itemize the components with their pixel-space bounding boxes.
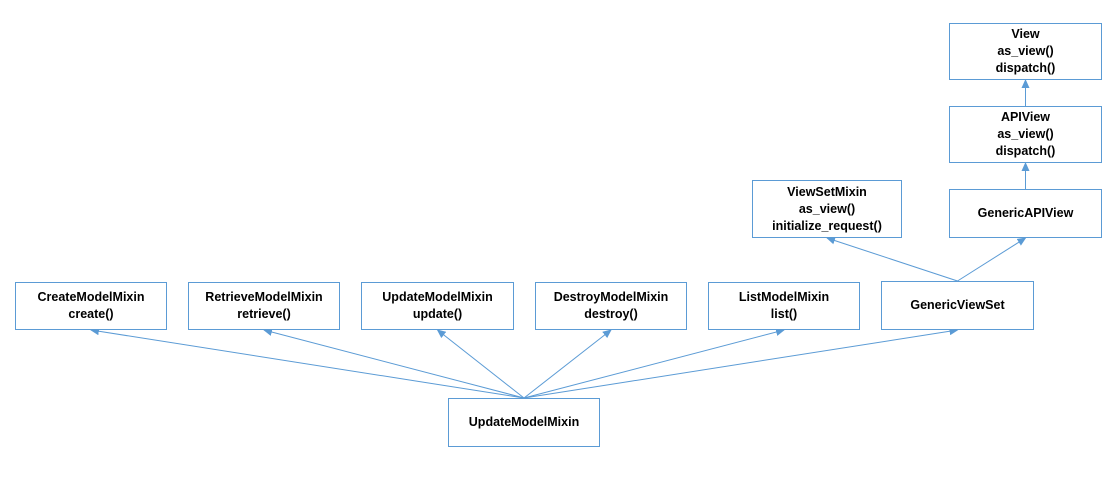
- genericviewset-class-name: GenericViewSet: [910, 298, 1005, 312]
- createmodelmixin-class-name: CreateModelMixin: [37, 290, 145, 304]
- genericapiview-class-box: GenericAPIView: [949, 189, 1102, 238]
- updatemodelmixin-class-name: UpdateModelMixin: [382, 290, 493, 304]
- destroymodelmixin-class-name: DestroyModelMixin: [553, 290, 669, 304]
- apiview-class-box: APIView as_view() dispatch(): [949, 106, 1102, 163]
- arrow-bottom-to-destroy: [523, 329, 612, 399]
- arrow-bottom-to-create: [90, 327, 525, 399]
- viewsetmixin-method-as-view: as_view(): [798, 201, 856, 216]
- bottom-updatemodelmixin-class-name: UpdateModelMixin: [468, 415, 580, 429]
- genericapiview-class-name: GenericAPIView: [977, 206, 1074, 220]
- bottom-updatemodelmixin-class-box: UpdateModelMixin: [448, 398, 600, 447]
- viewsetmixin-class-box: ViewSetMixin as_view() initialize_reques…: [752, 180, 902, 238]
- destroymodelmixin-class-box: DestroyModelMixin destroy(): [535, 282, 687, 330]
- retrievemodelmixin-class-box: RetrieveModelMixin retrieve(): [188, 282, 340, 330]
- createmodelmixin-method-create: create(): [68, 307, 114, 321]
- createmodelmixin-class-box: CreateModelMixin create(): [15, 282, 167, 330]
- retrievemodelmixin-class-name: RetrieveModelMixin: [205, 290, 323, 304]
- genericviewset-class-box: GenericViewSet: [881, 281, 1034, 330]
- listmodelmixin-method-list: list(): [770, 307, 798, 321]
- view-method-dispatch: dispatch(): [995, 61, 1056, 75]
- arrow-bottom-to-retrieve: [263, 328, 525, 399]
- apiview-method-dispatch: dispatch(): [995, 144, 1056, 158]
- listmodelmixin-class-name: ListModelMixin: [738, 290, 830, 304]
- listmodelmixin-class-box: ListModelMixin list(): [708, 282, 860, 330]
- view-class-name: View: [1011, 27, 1040, 41]
- viewsetmixin-method-initialize-request: initialize_request(): [772, 218, 882, 233]
- apiview-method-as-view: as_view(): [997, 127, 1054, 141]
- view-method-as-view: as_view(): [997, 44, 1054, 58]
- updatemodelmixin-class-box: UpdateModelMixin update(): [361, 282, 514, 330]
- arrow-bottom-to-genericviewset: [523, 327, 959, 399]
- view-class-box: View as_view() dispatch(): [949, 23, 1102, 80]
- retrievemodelmixin-method-retrieve: retrieve(): [237, 307, 291, 321]
- arrow-genericviewset-to-genericapiview: [957, 237, 1027, 282]
- viewsetmixin-class-name: ViewSetMixin: [787, 184, 867, 199]
- updatemodelmixin-method-update: update(): [412, 307, 463, 321]
- arrow-bottom-to-update: [436, 329, 525, 399]
- arrow-genericviewset-to-viewsetmixin: [826, 236, 958, 282]
- arrow-bottom-to-list: [523, 328, 785, 399]
- apiview-class-name: APIView: [1000, 110, 1051, 124]
- destroymodelmixin-method-destroy: destroy(): [584, 307, 638, 321]
